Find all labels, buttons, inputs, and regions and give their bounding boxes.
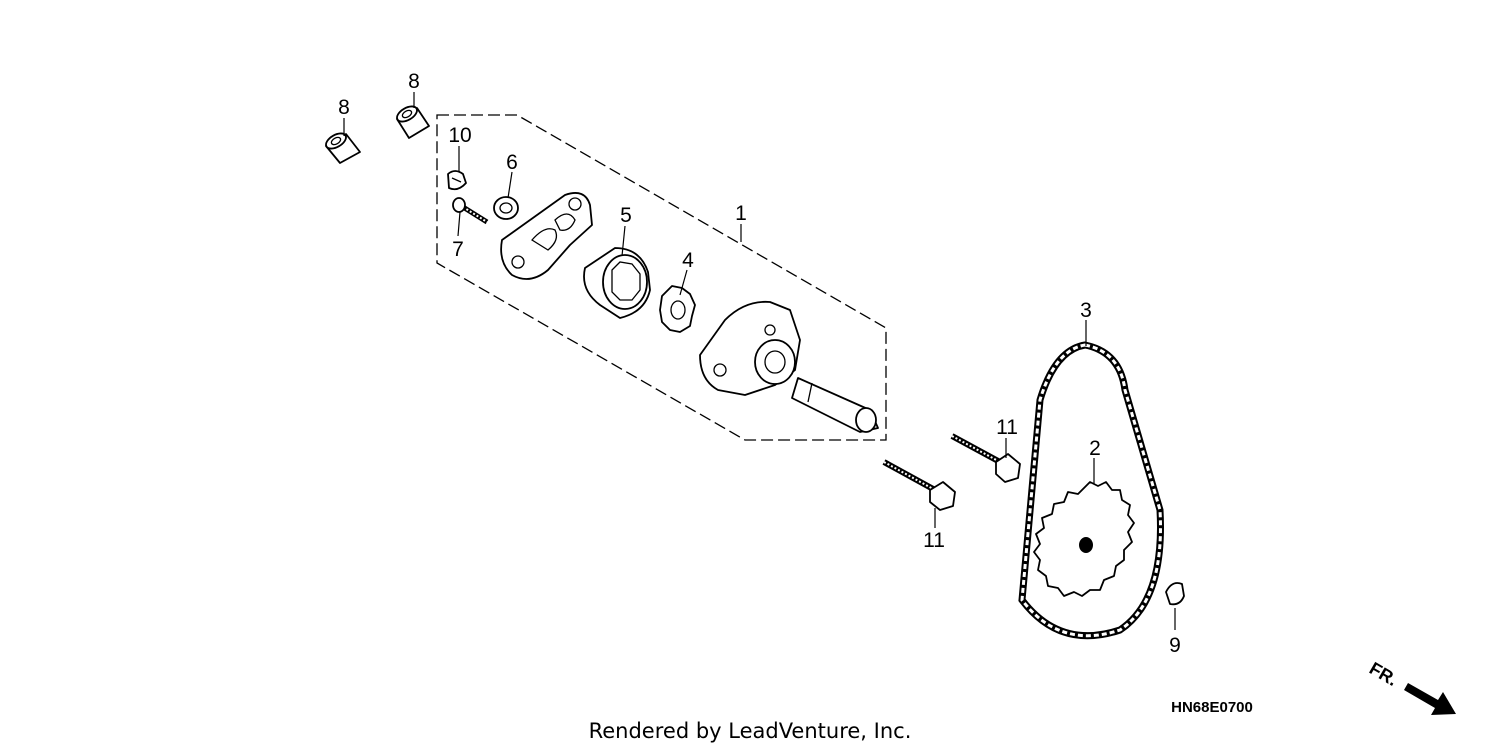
retaining-clip[interactable] xyxy=(447,170,467,191)
callout-11-upper: 11 xyxy=(996,416,1018,439)
callout-3: 3 xyxy=(1080,299,1092,322)
callout-5: 5 xyxy=(620,204,632,227)
drive-sprocket[interactable] xyxy=(1033,481,1135,597)
callout-8-left: 8 xyxy=(338,96,350,119)
flange-bolt-upper[interactable] xyxy=(950,433,1021,483)
callout-2: 2 xyxy=(1089,437,1101,460)
callout-1: 1 xyxy=(735,202,747,225)
callout-7: 7 xyxy=(452,238,464,261)
front-direction-indicator: FR. xyxy=(1366,658,1456,715)
inner-rotor[interactable] xyxy=(659,285,696,333)
direction-label: FR. xyxy=(1366,658,1401,690)
drawing-code: HN68E0700 xyxy=(1171,699,1253,716)
outer-rotor[interactable] xyxy=(583,247,651,319)
dowel-pin-right[interactable] xyxy=(394,103,430,139)
callout-4: 4 xyxy=(682,249,694,272)
washer[interactable] xyxy=(493,196,519,220)
callout-10: 10 xyxy=(448,124,471,147)
callout-8-right: 8 xyxy=(408,70,420,93)
front-arrow-icon xyxy=(1404,683,1456,715)
pump-body[interactable] xyxy=(699,300,801,396)
assembly-boundary xyxy=(436,114,887,441)
flange-bolt-lower[interactable] xyxy=(882,459,956,511)
pump-cover[interactable] xyxy=(500,192,593,280)
callout-11-lower: 11 xyxy=(923,529,945,552)
callout-9: 9 xyxy=(1169,634,1181,657)
pump-screw[interactable] xyxy=(452,197,489,225)
callout-6: 6 xyxy=(506,151,518,174)
circlip[interactable] xyxy=(1165,582,1185,606)
credit-text: Rendered by LeadVenture, Inc. xyxy=(589,719,912,743)
dowel-pin-left[interactable] xyxy=(323,130,361,164)
pump-shaft[interactable] xyxy=(791,377,879,433)
drive-chain[interactable] xyxy=(1018,341,1164,640)
